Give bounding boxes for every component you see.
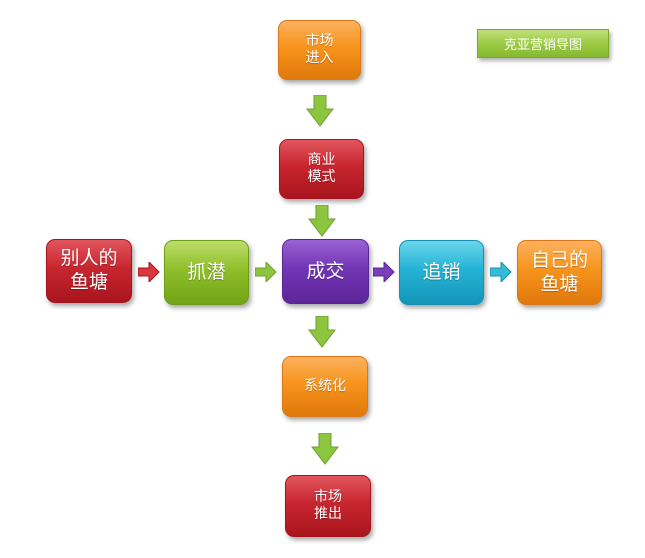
- node-deal-label: 成交: [306, 259, 345, 282]
- node-business-model-label: 商业 模式: [307, 151, 336, 186]
- node-follow-up-sale-label: 追销: [422, 260, 461, 283]
- node-systematize: 系统化: [282, 356, 368, 417]
- arrow-down-2-icon: [308, 205, 336, 237]
- node-market-exit: 市场 推出: [285, 475, 371, 537]
- node-follow-up-sale: 追销: [399, 240, 484, 305]
- node-systematize-label: 系统化: [304, 377, 346, 394]
- arrow-right-red-icon: [138, 262, 160, 282]
- arrow-down-1-icon: [306, 95, 334, 127]
- node-others-pond-label: 别人的 鱼塘: [60, 247, 118, 293]
- node-others-pond: 别人的 鱼塘: [46, 239, 132, 303]
- node-own-pond: 自己的 鱼塘: [517, 240, 602, 305]
- node-market-exit-label: 市场 推出: [314, 488, 342, 523]
- arrow-right-teal-icon: [490, 262, 512, 282]
- node-market-entry-label: 市场 进入: [305, 32, 334, 67]
- diagram-title-label: 克亚营销导图: [503, 38, 582, 53]
- node-own-pond-label: 自己的 鱼塘: [530, 248, 588, 295]
- diagram-title: 克亚营销导图: [477, 29, 609, 58]
- node-capture-prospects: 抓潜: [164, 240, 249, 305]
- node-market-entry: 市场 进入: [278, 20, 361, 80]
- arrow-down-4-icon: [311, 433, 339, 465]
- arrow-down-3-icon: [308, 316, 336, 348]
- arrow-right-green-icon: [255, 262, 277, 282]
- node-deal: 成交: [282, 239, 369, 304]
- node-business-model: 商业 模式: [279, 139, 364, 199]
- node-capture-prospects-label: 抓潜: [187, 260, 226, 283]
- arrow-right-purple-icon: [373, 262, 395, 282]
